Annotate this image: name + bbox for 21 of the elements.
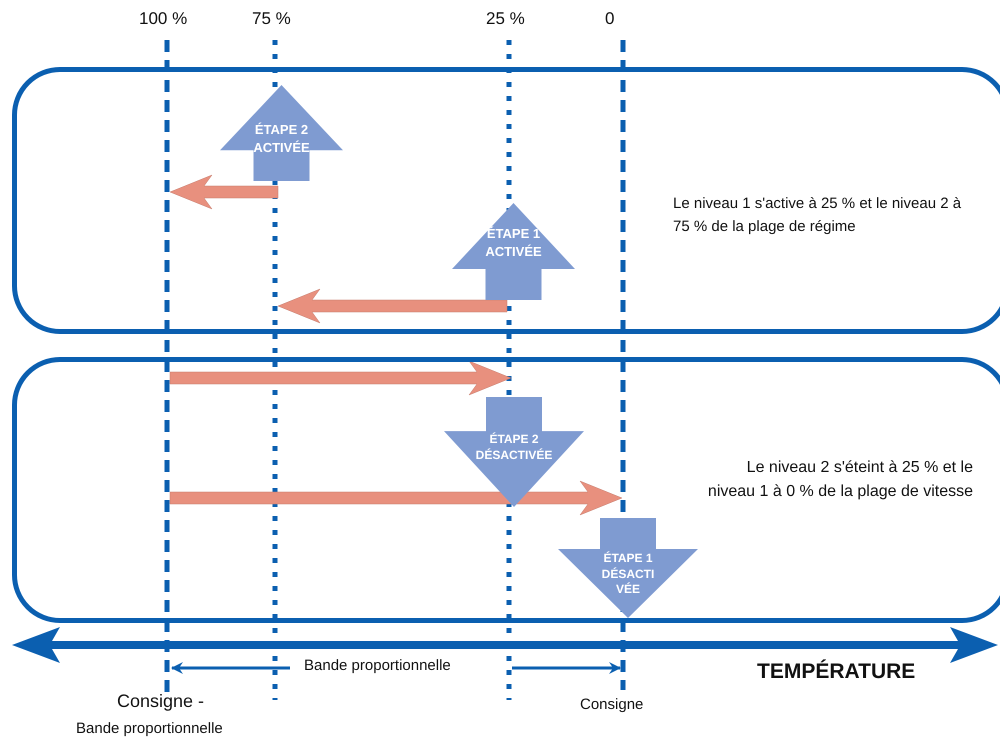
axis-tick-label: 100 % (139, 9, 188, 29)
step-label: ÉTAPE 1 DÉSACTIVÉE (600, 551, 656, 598)
description-text: Le niveau 1 s'active à 25 % et le niveau 2 à 75 % de la plage de régime (673, 194, 962, 236)
up-block-arrow (452, 203, 575, 300)
dimension-label: Bande proportionnelle (304, 657, 451, 674)
group-panel (12, 67, 1000, 334)
step-label: ÉTAPE 2 DÉSACTIVÉE (474, 432, 554, 464)
step-label: ÉTAPE 2 ACTIVÉE (252, 121, 311, 158)
axis-tick-label: 0 (605, 9, 614, 29)
up-block-arrow (220, 85, 343, 181)
axis-label: Consigne - (117, 691, 204, 712)
axis-tick-label: 25 % (486, 9, 525, 29)
axis-tick-label: 75 % (252, 9, 291, 29)
down-block-arrow (444, 397, 584, 507)
axis-title: TEMPÉRATURE (757, 660, 916, 684)
down-block-arrow (558, 518, 698, 618)
description-text: Le niveau 2 s'éteint à 25 % et le niveau 1 à 0 % de la plage de vitesse (706, 458, 973, 502)
group-panel (12, 357, 1000, 623)
axis-label: Consigne (580, 696, 644, 713)
axis-label: Bande proportionnelle (76, 720, 223, 737)
step-label: ÉTAPE 1 ACTIVÉE (484, 225, 543, 262)
